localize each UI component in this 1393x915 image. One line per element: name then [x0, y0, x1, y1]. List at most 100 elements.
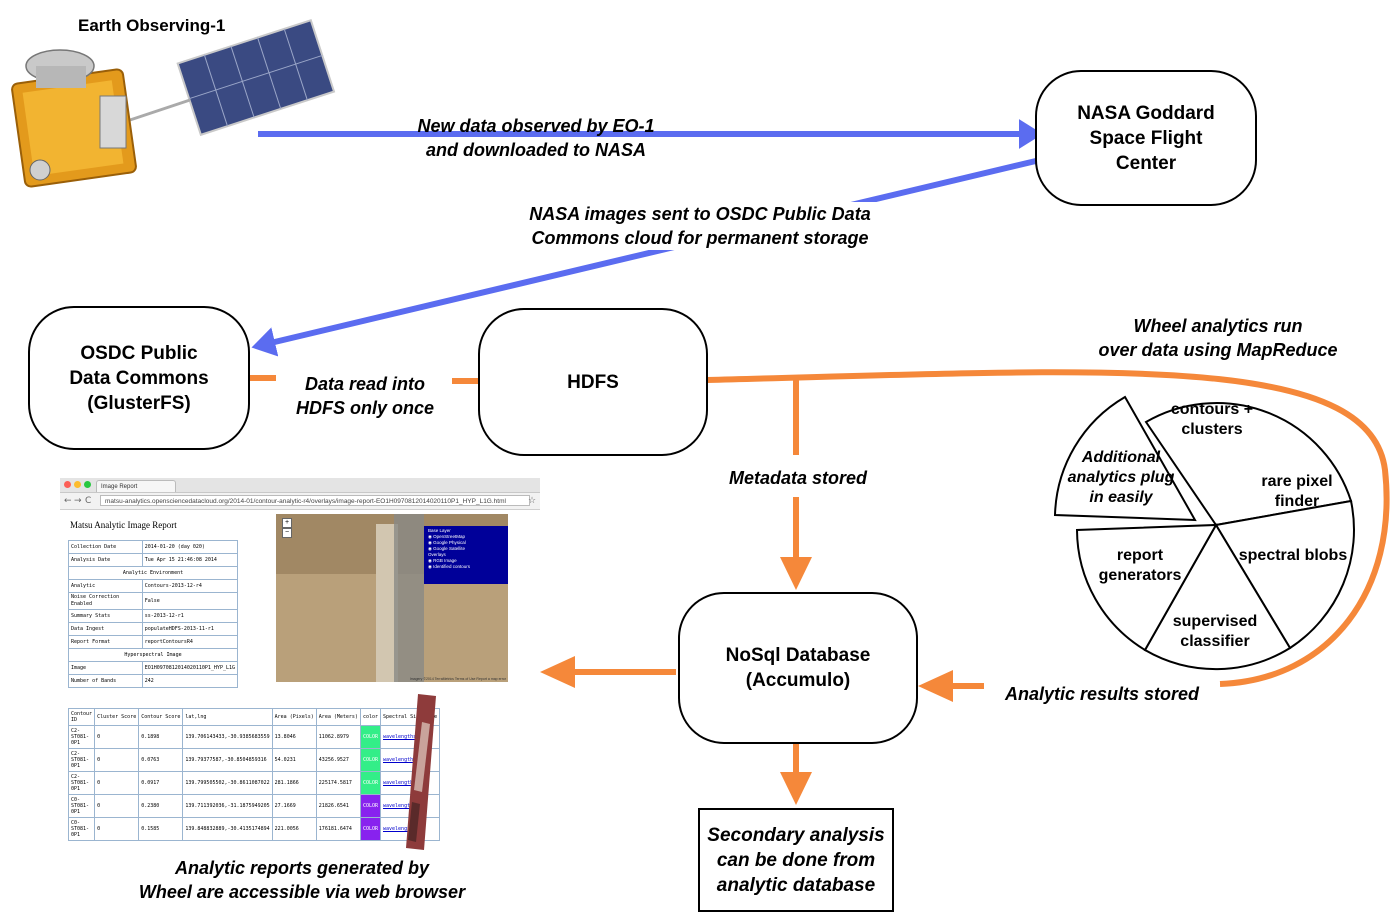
- label-wheel-run: Wheel analytics run over data using MapR…: [1068, 314, 1368, 362]
- wheel-supervised-label: supervised classifier: [1172, 613, 1258, 650]
- contour-color-cell: COLOR: [359, 817, 382, 841]
- node-nosql: NoSql Database (Accumulo): [678, 592, 918, 744]
- map-legend-item[interactable]: ◉ Google Physical: [428, 540, 466, 545]
- contour-cell: 0: [94, 771, 140, 795]
- satellite-title: Earth Observing-1: [78, 16, 226, 35]
- browser-tabstrip: Image Report: [60, 478, 540, 493]
- label-nasa-images: NASA images sent to OSDC Public Data Com…: [490, 202, 910, 250]
- browser-tab[interactable]: Image Report: [96, 480, 176, 492]
- label-new-data-line1: New data observed by EO-1: [417, 116, 655, 136]
- wavelengths-link[interactable]: wavelengths: [379, 771, 441, 795]
- meta-key: Collection Date: [68, 540, 143, 554]
- arrow-secondary-head: [780, 772, 812, 805]
- contour-cell: 0: [94, 725, 140, 749]
- label-nasa-images-line2: Commons cloud for permanent storage: [531, 228, 869, 248]
- contour-color-cell: COLOR: [359, 771, 382, 795]
- node-secondary: Secondary analysis can be done from anal…: [698, 808, 894, 912]
- map-attribution: Imagery ©2014 TerraMetrics Terms of Use …: [409, 677, 506, 681]
- node-osdc: OSDC Public Data Commons (GlusterFS): [28, 306, 250, 450]
- url-bar[interactable]: matsu-analytics.opensciencedatacloud.org…: [100, 495, 530, 506]
- contour-column-header: Contour Score: [138, 708, 184, 726]
- contour-cell: 0: [94, 748, 140, 772]
- wheel-contours-label: contours + clusters: [1170, 401, 1254, 438]
- contour-cell: 176181.6474: [315, 817, 361, 841]
- zoom-in-icon[interactable]: +: [282, 518, 292, 528]
- label-results: Analytic results stored: [984, 682, 1220, 706]
- wheel-report-label: report generators: [1098, 547, 1182, 584]
- contour-cell: 0.2380: [138, 794, 184, 818]
- reload-icon[interactable]: C: [85, 496, 92, 506]
- contour-cell: 0.1585: [138, 817, 184, 841]
- label-wheel-run-line1: Wheel analytics run: [1133, 316, 1303, 336]
- close-dot-icon[interactable]: [64, 481, 71, 488]
- contour-column-header: Area (Meters): [315, 708, 361, 726]
- contour-cell: C2-ST081-0P1: [67, 725, 96, 749]
- analytics-wheel: [1053, 395, 1355, 671]
- label-data-read-line1: Data read into: [304, 374, 426, 394]
- map-layer-legend[interactable]: Base Layer◉ OpenStreetMap◉ Google Physic…: [424, 526, 508, 584]
- arrow-reports-head: [540, 656, 575, 688]
- contour-cell: 43256.9527: [315, 748, 361, 772]
- minimize-dot-icon[interactable]: [74, 481, 81, 488]
- map-legend-item[interactable]: ◉ Google Satellite: [428, 546, 465, 551]
- zoom-out-icon[interactable]: −: [282, 528, 292, 538]
- meta-value: EO1H0970812014020110P1_HYP_L1G: [141, 661, 239, 675]
- contour-cell: 0.1898: [138, 725, 184, 749]
- contour-cell: 54.0231: [271, 748, 317, 772]
- back-icon[interactable]: ←: [64, 496, 72, 506]
- label-nasa-images-line1: NASA images sent to OSDC Public Data: [529, 204, 871, 224]
- wheel-wedge-additional: [1053, 395, 1197, 522]
- arrow-metadata-head: [780, 557, 812, 590]
- contour-cell: C0-ST081-0P1: [67, 817, 96, 841]
- contour-color-cell: COLOR: [359, 748, 382, 772]
- contour-cell: 225174.5817: [315, 771, 361, 795]
- contour-cell: C0-ST081-0P1: [67, 794, 96, 818]
- maximize-dot-icon[interactable]: [84, 481, 91, 488]
- contour-cell: 139.848832889,-30.4135174894: [182, 817, 273, 841]
- node-nosql-line2: (Accumulo): [745, 670, 851, 691]
- node-secondary-label: Secondary analysis can be done from anal…: [707, 824, 885, 896]
- meta-key: Analytic: [68, 579, 143, 593]
- meta-row: Analytic Environment: [68, 566, 238, 580]
- map-legend-item[interactable]: ◉ RGB Image: [428, 558, 457, 563]
- contour-cell: 139.79377587,-30.8504859316: [182, 748, 273, 772]
- node-hdfs-label: HDFS: [567, 371, 619, 393]
- map-legend-item: Overlays: [428, 552, 446, 557]
- contour-cell: 11062.8979: [315, 725, 361, 749]
- wheel-additional-label: Additional analytics plug in easily: [1067, 449, 1175, 506]
- meta-section-header: Analytic Environment: [68, 566, 238, 580]
- report-title: Matsu Analytic Image Report: [70, 520, 177, 530]
- map-legend-item[interactable]: ◉ OpenStreetMap: [428, 534, 465, 539]
- label-metadata: Metadata stored: [700, 466, 896, 490]
- contour-cell: 13.8046: [271, 725, 317, 749]
- node-osdc-line1: OSDC Public: [80, 342, 198, 364]
- wheel-spectral-label: spectral blobs: [1238, 547, 1348, 564]
- meta-key: Summary Stats: [68, 609, 143, 623]
- satellite-image: [11, 18, 336, 188]
- contour-cell: 139.706143433,-30.9385683559: [182, 725, 273, 749]
- label-reports-line1: Analytic reports generated by: [174, 858, 430, 878]
- meta-value: reportContoursR4: [141, 635, 239, 649]
- meta-value: Tue Apr 15 21:46:08 2014: [141, 553, 239, 567]
- label-new-data: New data observed by EO-1 and downloaded…: [376, 114, 696, 162]
- browser-screenshot: Image Report ← → C matsu-analytics.opens…: [60, 478, 540, 690]
- meta-key: Report Format: [68, 635, 143, 649]
- contour-cell: 221.0056: [271, 817, 317, 841]
- map-view[interactable]: + − Base Layer◉ OpenStreetMap◉ Google Ph…: [276, 514, 508, 682]
- label-data-read-line2: HDFS only once: [295, 398, 434, 418]
- forward-icon[interactable]: →: [74, 496, 82, 506]
- browser-toolbar: ← → C matsu-analytics.opensciencedataclo…: [60, 493, 540, 510]
- map-legend-item[interactable]: ◉ Identified contours: [428, 564, 470, 569]
- arrow-goddard-to-osdc: [251, 157, 1041, 357]
- label-reports: Analytic reports generated by Wheel are …: [92, 856, 512, 904]
- bookmark-star-icon[interactable]: ☆: [528, 496, 537, 506]
